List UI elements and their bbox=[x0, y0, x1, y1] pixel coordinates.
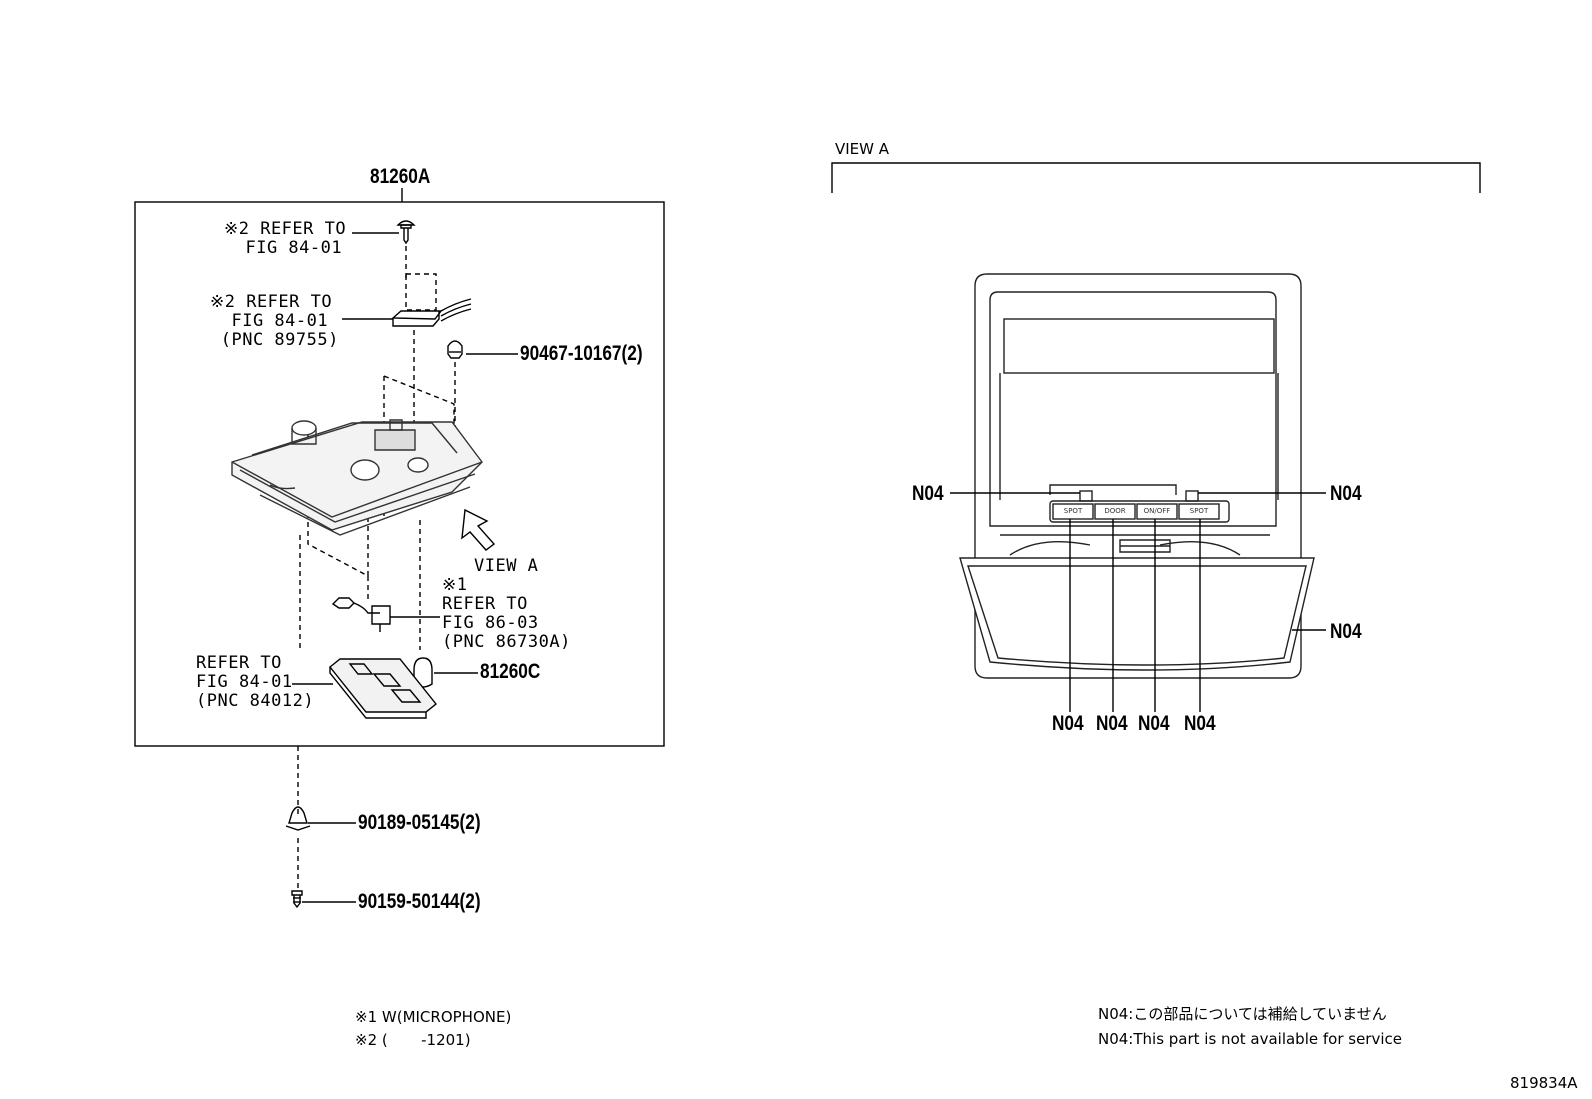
console-view-a bbox=[959, 273, 1315, 679]
microphone-reference-label: ※1 REFER TO FIG 86-03 (PNC 86730A) bbox=[442, 575, 571, 652]
lens-reference-label: REFER TO FIG 84-01 (PNC 84012) bbox=[196, 653, 315, 711]
part-number-retainer: 90189-05145(2) bbox=[358, 811, 481, 834]
part-number-screw: 90159-50144(2) bbox=[358, 890, 481, 913]
n04-bottom-label: N04 bbox=[1096, 712, 1128, 735]
tapping-screw-icon bbox=[291, 890, 303, 909]
switch-connector-icon bbox=[391, 298, 472, 327]
view-a-bracket bbox=[831, 162, 1481, 193]
part-number-bulb: 81260C bbox=[480, 660, 541, 683]
lens-icon bbox=[329, 658, 437, 719]
n04-right-top-label: N04 bbox=[1330, 482, 1362, 505]
n04-left-label: N04 bbox=[912, 482, 944, 505]
door-button-label: DOOR bbox=[1104, 507, 1126, 515]
n04-bottom-label: N04 bbox=[1184, 712, 1216, 735]
clip-icon bbox=[447, 340, 463, 359]
switch-reference-label: ※2 REFER TO FIG 84-01 (PNC 89755) bbox=[210, 292, 339, 350]
view-a-arrow-label: VIEW A bbox=[474, 556, 539, 576]
figure-id: 819834A bbox=[1510, 1074, 1578, 1092]
part-number-clip: 90467-10167(2) bbox=[520, 342, 643, 365]
screw-icon bbox=[396, 220, 416, 245]
n04-bottom-label: N04 bbox=[1138, 712, 1170, 735]
footnote-2: ※2 ( -1201) bbox=[355, 1031, 471, 1049]
footnote-1: ※1 W(MICROPHONE) bbox=[355, 1008, 512, 1026]
service-note-jp: N04:この部品については補給していません bbox=[1098, 1005, 1387, 1023]
retainer-clip-icon bbox=[285, 806, 311, 831]
assembly-frame bbox=[134, 201, 665, 747]
microphone-icon bbox=[331, 597, 391, 632]
console-housing-icon bbox=[231, 419, 483, 536]
spot-button-label: SPOT bbox=[1189, 507, 1209, 515]
n04-bottom-label: N04 bbox=[1052, 712, 1084, 735]
screw-reference-label: ※2 REFER TO FIG 84-01 bbox=[224, 219, 347, 258]
service-note-en: N04:This part is not available for servi… bbox=[1098, 1030, 1402, 1048]
view-a-arrow-icon bbox=[461, 508, 496, 551]
assembly-part-number: 81260A bbox=[370, 165, 431, 188]
spot-button-label: SPOT bbox=[1063, 507, 1083, 515]
onoff-button-label: ON/OFF bbox=[1143, 507, 1171, 515]
view-a-header: VIEW A bbox=[835, 140, 890, 158]
n04-right-mid-label: N04 bbox=[1330, 620, 1362, 643]
